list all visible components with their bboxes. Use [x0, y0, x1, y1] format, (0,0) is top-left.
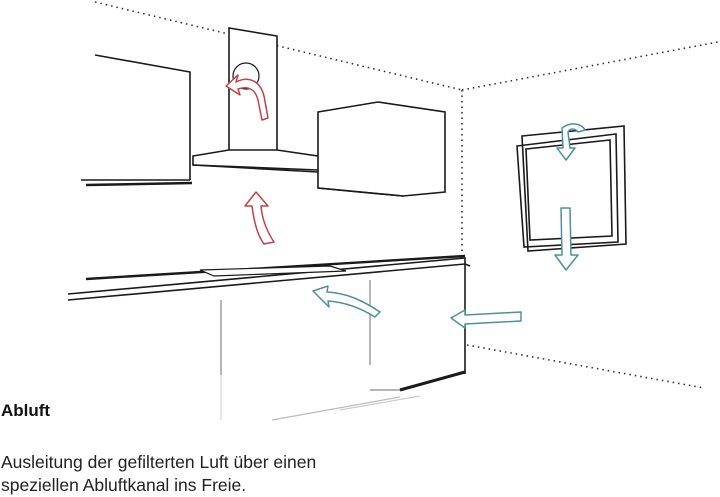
- duct-opening-icon: [232, 62, 260, 90]
- room-wall-outlines: [94, 1, 719, 389]
- curved-arrow-up-icon: [244, 191, 275, 245]
- caption-title: Abluft: [1, 401, 51, 420]
- caption-description: Ausleitung der gefilterten Luft über ein…: [1, 451, 421, 497]
- wall-cabinet-left: [81, 54, 193, 187]
- kitchen-counter: [67, 254, 471, 421]
- wall-cabinet-right: [317, 101, 446, 197]
- curved-arrow-left-icon: [312, 285, 381, 318]
- caption-line: speziellen Abluftkanal ins Freie.: [1, 475, 247, 495]
- curved-arrow-up-icon: [225, 74, 269, 121]
- exhaust-air-arrows: [225, 74, 275, 245]
- caption-line: Ausleitung der gefilterten Luft über ein…: [1, 452, 317, 472]
- curved-arrow-down-icon: [556, 123, 586, 161]
- tilted-window: [516, 125, 627, 252]
- straight-arrow-left-icon: [450, 309, 522, 329]
- extractor-hood: [192, 27, 341, 173]
- cooktop: [199, 265, 347, 277]
- fresh-air-arrows: [312, 123, 586, 329]
- straight-arrow-down-icon: [554, 207, 579, 271]
